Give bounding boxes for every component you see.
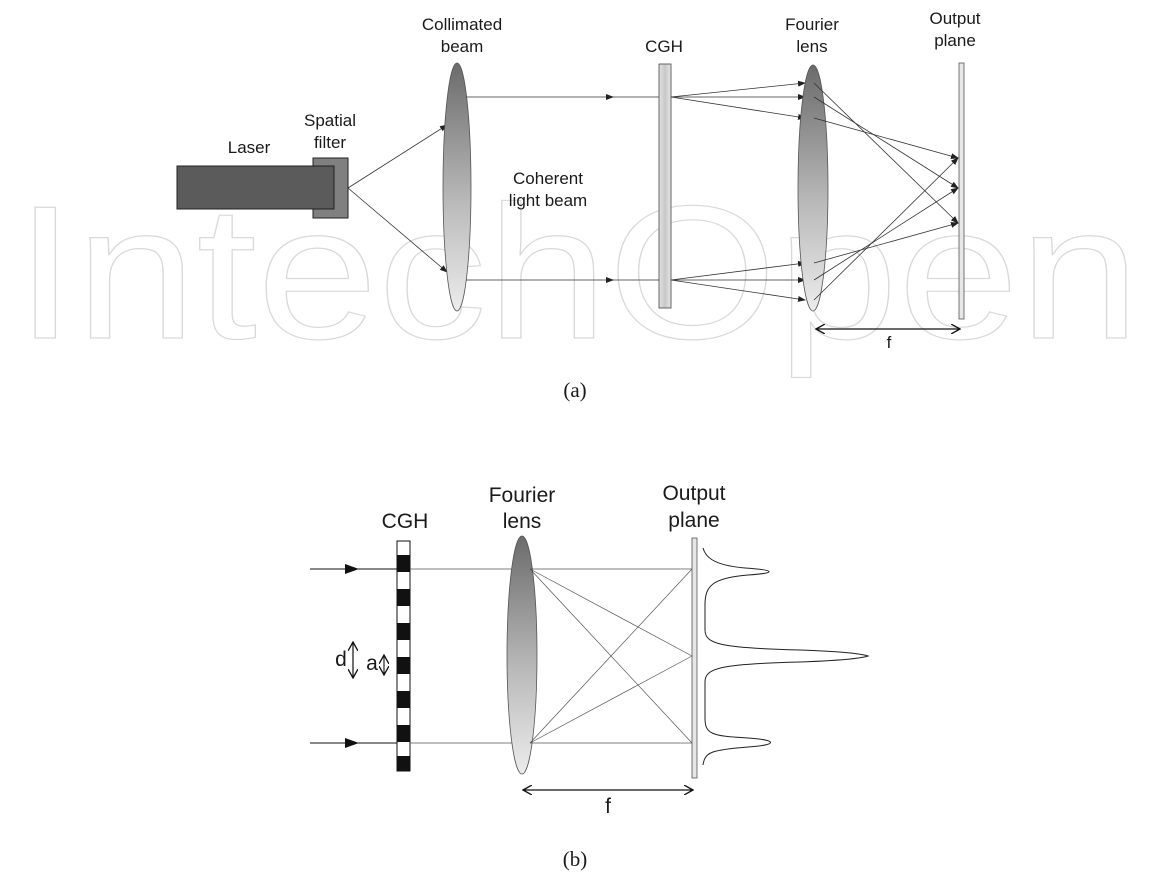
spatial-filter-label-line1: Spatial [304,111,356,130]
fourier-lens-label-b-line1: Fourier [489,484,556,507]
focused-ray-5 [813,187,959,281]
output-plane-label-line2: plane [934,31,976,50]
diverging-ray-lower [347,187,448,273]
output-plane-label-b-line1: Output [662,482,725,505]
diffracted-ray-1 [670,80,806,98]
collimated-beam-label-line1: Collimated [422,15,502,34]
output-plane-b [691,537,698,779]
diffracted-ray-4 [670,260,806,281]
diffracted-ray-6 [670,279,806,302]
caption-b: (b) [563,847,588,871]
output-plane-label-b-line2: plane [668,509,719,532]
focused-ray-1 [813,82,959,224]
fourier-lens-label-line1: Fourier [785,15,839,34]
order-ray-2 [529,568,693,657]
collimating-lens [442,62,472,312]
laser-label: Laser [228,138,271,157]
period-label: d [335,648,347,671]
output-plane-a [958,62,965,320]
cgh-label: CGH [645,37,683,56]
focal-length-label-b: f [605,795,611,818]
order-ray-4 [529,568,693,744]
coherent-beam-label-line2: light beam [509,191,587,210]
fourier-lens-a [797,64,829,312]
focal-length-label-a: f [887,333,892,352]
order-ray-5 [529,655,693,744]
output-plane-label-line1: Output [929,9,980,28]
diffracted-ray-3 [670,96,806,120]
panel-b: CGH Fourier lens Output plane d a [310,482,870,871]
cgh-label-b: CGH [382,510,429,533]
focused-ray-2 [813,96,959,189]
collimated-beam-label-line2: beam [441,37,484,56]
spatial-filter-label-line2: filter [314,133,346,152]
laser-body [176,165,335,210]
fourier-lens-label-b-line2: lens [503,510,542,533]
aperture-label: a [366,652,378,675]
focused-ray-6 [813,157,959,301]
intensity-profile-curve [702,547,870,766]
diverging-ray-upper [347,124,448,189]
binary-grating [396,540,411,772]
caption-a: (a) [563,378,586,402]
focused-ray-3 [813,117,959,160]
panel-a: Laser Spatial filter Collimated beam Coh… [176,9,981,402]
fourier-lens-label-line2: lens [796,37,827,56]
focused-ray-4 [813,221,959,264]
fourier-lens-b [506,535,538,775]
coherent-beam-label-line1: Coherent [513,169,583,188]
cgh-plate [658,63,672,309]
